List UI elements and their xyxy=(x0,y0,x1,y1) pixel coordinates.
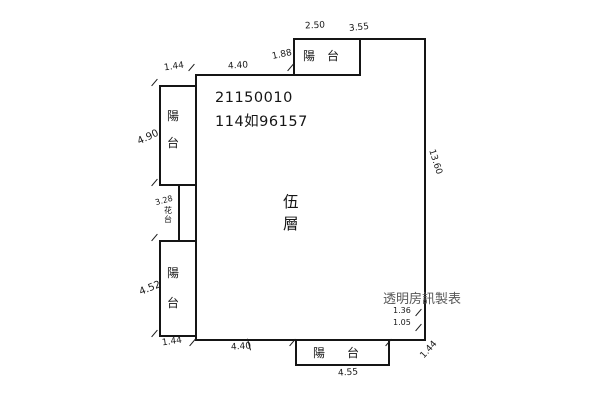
tick-mark xyxy=(151,78,158,87)
dim-right-step-upper: 1.36 xyxy=(393,306,411,315)
dim-right-step-lower: 1.05 xyxy=(393,318,411,327)
balcony-bottom-outline xyxy=(295,339,390,366)
tick-mark xyxy=(415,308,422,317)
tick-mark xyxy=(151,233,158,242)
wall-top-left xyxy=(195,74,361,76)
dim-top-left-width: 4.40 xyxy=(227,60,249,72)
tick-mark xyxy=(151,329,158,338)
balcony-bottom-label: 陽台 xyxy=(313,346,382,360)
dim-left-upper-balcony-height: 4.90 xyxy=(135,127,161,148)
planter-box-outline xyxy=(178,184,197,242)
floor-label: 伍 層 xyxy=(283,193,300,233)
balcony-top-outline xyxy=(293,38,361,76)
building-number: 114如96157 xyxy=(215,114,308,130)
wall-top-right xyxy=(359,38,426,40)
dim-top-balcony-height: 1.88 xyxy=(271,48,293,62)
balcony-left-upper-label: 陽 台 xyxy=(167,109,180,150)
dim-right-height: 13.60 xyxy=(426,148,444,176)
planter-label: 花 台 xyxy=(164,206,172,224)
tick-mark xyxy=(151,178,158,187)
tick-mark xyxy=(415,323,422,332)
dim-bottom-balcony-width: 4.55 xyxy=(337,367,359,379)
watermark: 透明房訊製表 xyxy=(383,292,462,307)
wall-right xyxy=(424,38,426,341)
dim-lower-left-balcony-width: 1.44 xyxy=(161,335,183,349)
tick-mark xyxy=(189,338,196,347)
dim-top-right-width: 3.55 xyxy=(348,21,370,35)
dim-bottom-right-width: 1.44 xyxy=(418,339,440,361)
dim-top-balcony-width: 2.50 xyxy=(304,20,326,32)
balcony-left-upper-outline xyxy=(159,85,197,186)
parcel-number: 21150010 xyxy=(215,90,293,106)
balcony-top-label: 陽台 xyxy=(303,49,352,63)
balcony-left-lower-outline xyxy=(159,240,197,337)
dim-upper-left-balcony-width: 1.44 xyxy=(163,60,185,74)
tick-mark xyxy=(188,63,195,72)
balcony-left-lower-label: 陽 台 xyxy=(167,266,180,310)
